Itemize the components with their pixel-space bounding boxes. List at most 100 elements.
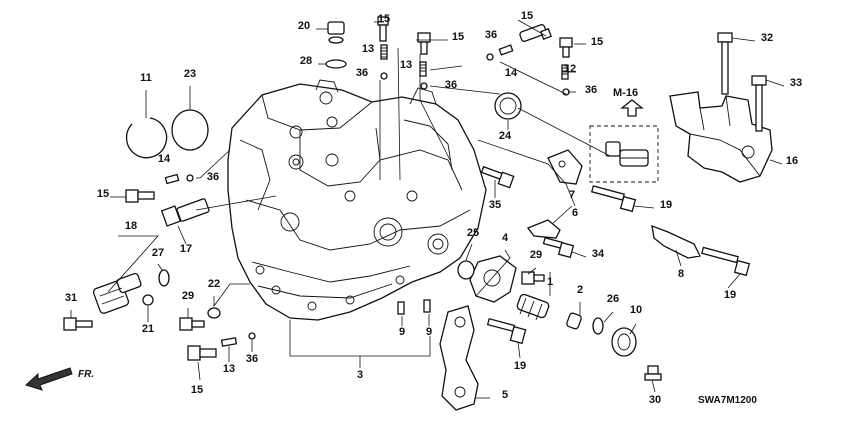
- bolt-19-c: [486, 317, 527, 345]
- callout-2: 2: [577, 284, 583, 296]
- front-direction-label: FR.: [78, 369, 94, 380]
- callout-8: 8: [678, 268, 684, 280]
- callout-17: 17: [180, 243, 192, 255]
- callout-36f: 36: [246, 353, 258, 365]
- callout-5: 5: [502, 389, 508, 401]
- washer-28: [325, 59, 347, 69]
- callout-13b: 13: [400, 59, 412, 71]
- callout-24: 24: [499, 130, 512, 142]
- actuator-1: [516, 293, 550, 321]
- callout-23: 23: [184, 68, 196, 80]
- spring-14-b: [164, 173, 180, 185]
- callout-19b: 19: [724, 289, 736, 301]
- callout-36c: 36: [445, 79, 457, 91]
- o-ring-27: [158, 269, 170, 287]
- o-ring-25: [457, 260, 475, 280]
- callout-1: 1: [547, 276, 553, 288]
- bolt-19-a: [590, 185, 637, 213]
- diagram-code: SWA7M1200: [698, 395, 757, 406]
- callout-15d: 15: [591, 36, 603, 48]
- callout-6: 6: [572, 207, 578, 219]
- callout-7: 7: [569, 189, 575, 201]
- callout-36b: 36: [485, 29, 497, 41]
- callout-10: 10: [630, 304, 642, 316]
- spring-13-c: [220, 337, 238, 347]
- callout-29: 29: [182, 290, 194, 302]
- bracket-8: [651, 224, 701, 259]
- sensor-15-c: [519, 24, 552, 42]
- callout-30: 30: [649, 394, 661, 406]
- callout-15b: 15: [452, 31, 464, 43]
- bolt-34: [542, 236, 575, 259]
- bolt-19-b: [701, 246, 751, 277]
- callout-18: 18: [125, 220, 137, 232]
- ball-36-b: [420, 82, 428, 90]
- ball-36-a: [380, 72, 388, 80]
- callout-21: 21: [142, 323, 154, 335]
- callout-15e: 15: [97, 188, 109, 200]
- callout-22: 22: [208, 278, 220, 290]
- springs-9: [397, 299, 431, 315]
- callout-31: 31: [65, 292, 77, 304]
- callout-12: 12: [564, 63, 576, 75]
- bolt-33: [751, 75, 767, 132]
- callout-26: 26: [607, 293, 619, 305]
- callout-33: 33: [790, 77, 802, 89]
- callout-14b: 14: [505, 67, 518, 79]
- bolt-15-b: [417, 32, 431, 55]
- bolt-29-b: [521, 271, 545, 285]
- callout-35: 35: [489, 199, 501, 211]
- plug-20: [327, 21, 345, 44]
- snap-ring-11: [125, 117, 168, 159]
- front-direction-arrow-icon: [25, 367, 73, 391]
- washer-21: [142, 294, 154, 306]
- callout-3: 3: [357, 369, 363, 381]
- bolt-30: [644, 365, 662, 381]
- bracket-7: [526, 219, 561, 239]
- plunger-2: [566, 312, 582, 330]
- transmission-case: [227, 79, 487, 321]
- bolt-29-a: [179, 317, 205, 331]
- spring-14-a: [498, 44, 514, 56]
- bolt-31: [63, 317, 93, 331]
- callout-4: 4: [502, 232, 509, 244]
- callout-36: 36: [356, 67, 368, 79]
- bolt-15-a: [377, 16, 389, 42]
- callout-13: 13: [362, 43, 374, 55]
- spring-13-a: [380, 44, 388, 60]
- ball-36-c: [486, 53, 494, 61]
- section-reference-label: M-16: [613, 87, 638, 99]
- o-ring-23: [171, 109, 209, 151]
- callout-19c: 19: [514, 360, 526, 372]
- callout-9: 9: [399, 326, 405, 338]
- collar-10: [611, 327, 637, 357]
- leader-lines: [70, 19, 785, 399]
- callout-9b: 9: [426, 326, 432, 338]
- callout-32: 32: [761, 32, 773, 44]
- mount-bracket-16: [669, 91, 773, 183]
- callout-20: 20: [298, 20, 310, 32]
- callout-13c: 13: [223, 363, 235, 375]
- bolt-15-d: [559, 37, 573, 58]
- bolt-15-e: [125, 189, 155, 203]
- callout-16: 16: [786, 155, 798, 167]
- bracket-6: [547, 149, 583, 185]
- washer-22: [207, 307, 221, 319]
- switch-17: [160, 198, 210, 227]
- callout-36d: 36: [585, 84, 597, 96]
- callout-15: 15: [378, 13, 390, 25]
- callout-15c: 15: [521, 10, 533, 22]
- callout-11: 11: [140, 72, 152, 84]
- callout-14: 14: [158, 153, 171, 165]
- callout-34: 34: [592, 248, 605, 260]
- callout-25: 25: [467, 227, 479, 239]
- callout-27: 27: [152, 247, 164, 259]
- callout-28: 28: [300, 55, 312, 67]
- spring-13-b: [419, 61, 427, 77]
- callout-15f: 15: [191, 384, 203, 396]
- speed-sensor-18: [92, 272, 142, 314]
- bolt-15-f: [187, 345, 217, 361]
- callout-36e: 36: [207, 171, 219, 183]
- plate-5: [439, 305, 479, 411]
